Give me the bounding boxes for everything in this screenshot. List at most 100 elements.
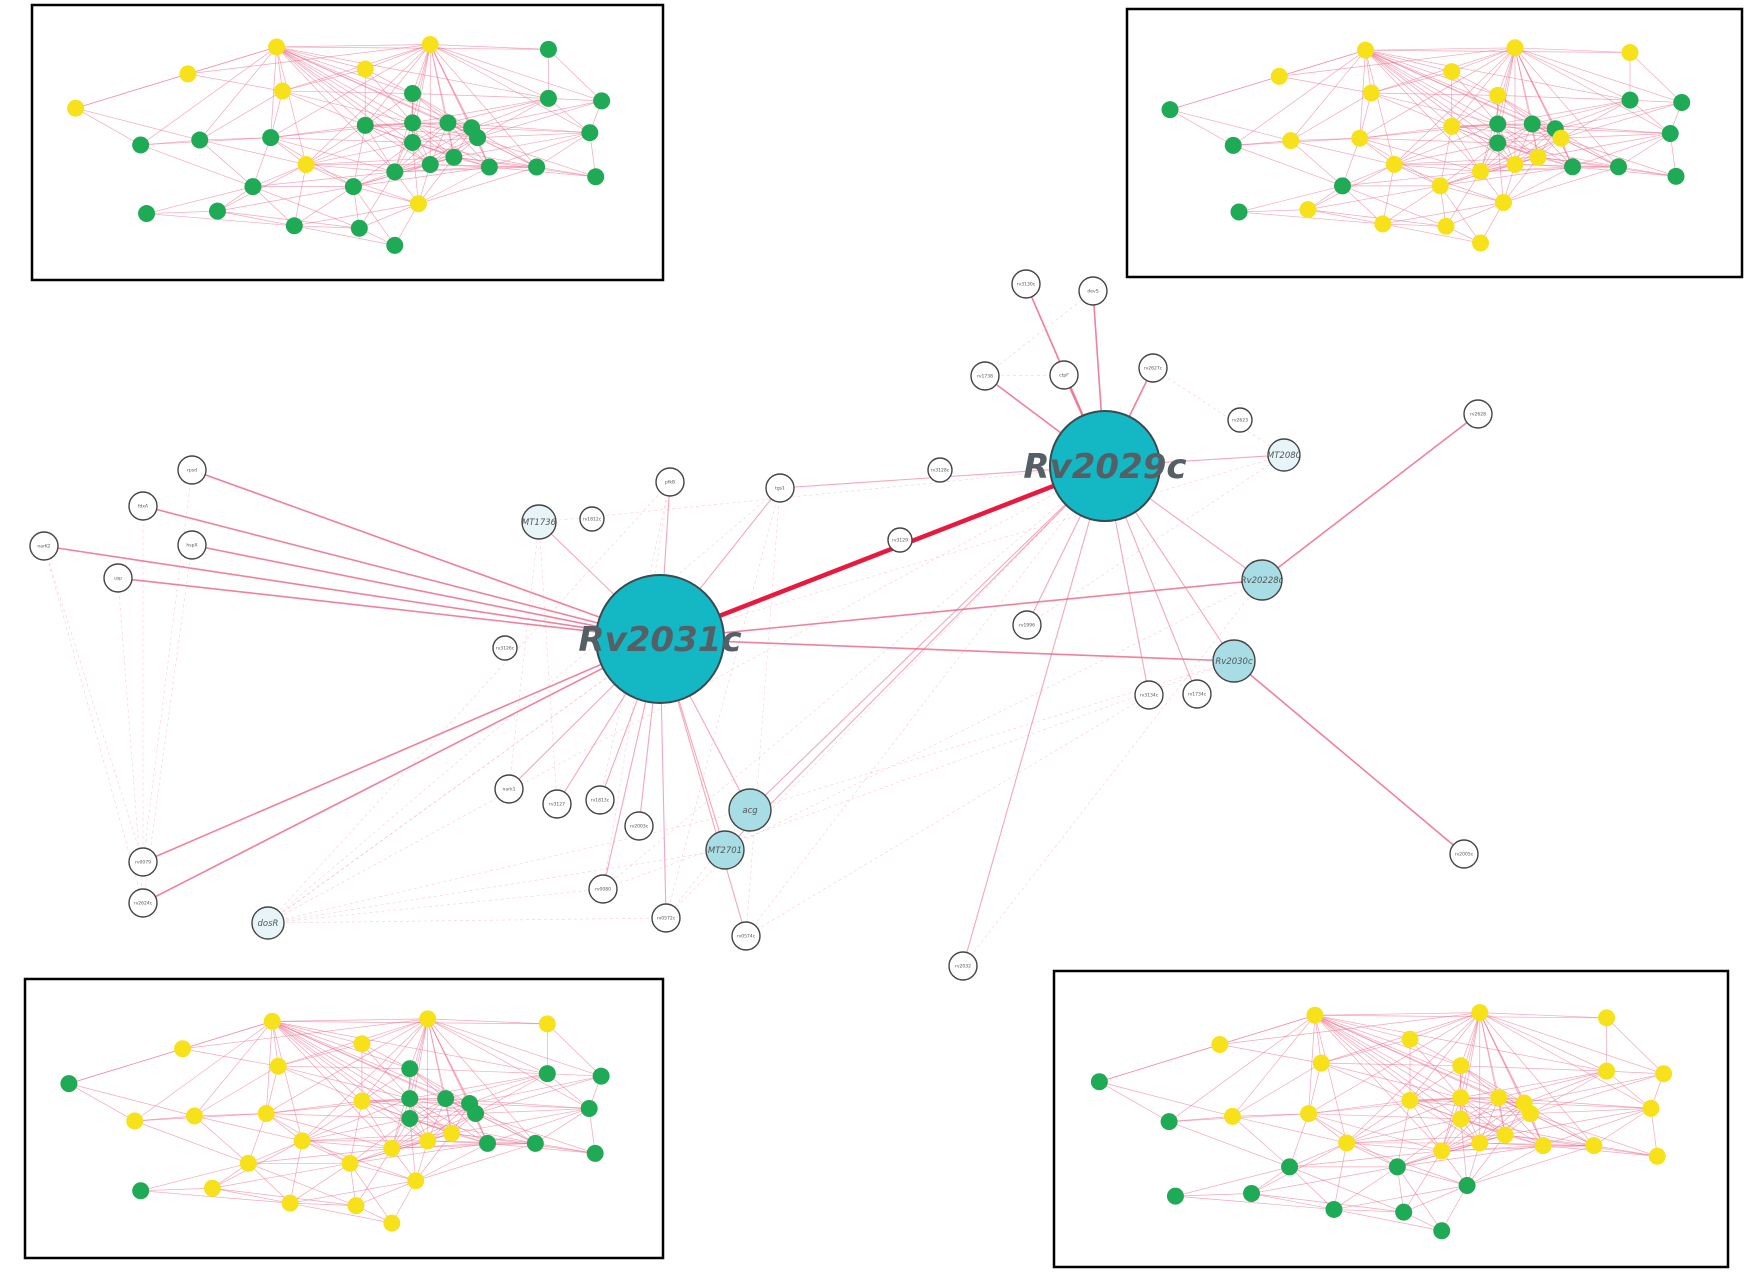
node-dosr[interactable] bbox=[251, 906, 285, 940]
inset-bottom-left-node bbox=[239, 1154, 257, 1172]
inset-top-left bbox=[30, 3, 665, 282]
node-mt1736[interactable] bbox=[521, 504, 557, 540]
inset-top-right-edge bbox=[1382, 223, 1481, 244]
node-n1[interactable] bbox=[177, 455, 207, 485]
inset-top-right-edge bbox=[1440, 166, 1573, 187]
inset-top-left-edge bbox=[75, 107, 200, 141]
inset-bottom-left-edge bbox=[469, 1075, 602, 1104]
inset-top-right-edge bbox=[1169, 109, 1291, 141]
node-n6[interactable] bbox=[128, 847, 158, 877]
node-n11[interactable] bbox=[1078, 276, 1108, 306]
node-n19[interactable] bbox=[1449, 839, 1479, 869]
inset-bottom-right-edge bbox=[1308, 1113, 1442, 1152]
node-mt2080[interactable] bbox=[1267, 438, 1301, 472]
node-n24[interactable] bbox=[624, 811, 654, 841]
inset-top-right-edge bbox=[1365, 49, 1631, 101]
inset-top-right-node bbox=[1299, 201, 1317, 219]
inset-top-left-edge bbox=[429, 44, 490, 168]
node-mt2701[interactable] bbox=[705, 830, 745, 870]
inset-top-left-node bbox=[179, 65, 197, 83]
inset-bottom-right-edge bbox=[1314, 1014, 1525, 1104]
inset-top-left-frame bbox=[30, 3, 665, 282]
node-n2[interactable] bbox=[128, 491, 158, 521]
node-n25[interactable] bbox=[588, 874, 618, 904]
inset-bottom-right-edge bbox=[1219, 1012, 1480, 1045]
inset-top-right-edge bbox=[1445, 202, 1504, 227]
inset-bottom-right-edge bbox=[1409, 1038, 1461, 1067]
inset-top-left-edge bbox=[199, 139, 254, 187]
inset-bottom-left-edge bbox=[349, 1101, 363, 1164]
inset-bottom-right-edge bbox=[1524, 1073, 1664, 1104]
inset-bottom-right-node bbox=[1452, 1057, 1470, 1075]
inset-top-left-edge bbox=[418, 156, 455, 204]
node-n32[interactable] bbox=[887, 527, 913, 553]
inset-bottom-left-edge bbox=[272, 1021, 548, 1075]
node-n8[interactable] bbox=[655, 467, 685, 497]
node-n29[interactable] bbox=[1227, 407, 1253, 433]
node-n31[interactable] bbox=[927, 457, 953, 483]
inset-bottom-right-edge bbox=[1498, 1070, 1607, 1099]
inset-bottom-left-edge bbox=[427, 1018, 602, 1077]
node-n28[interactable] bbox=[579, 506, 605, 532]
inset-top-right-edge bbox=[1279, 76, 1372, 94]
node-n15[interactable] bbox=[1463, 399, 1493, 429]
node-n26[interactable] bbox=[651, 903, 681, 933]
node-rv2029c[interactable] bbox=[1049, 410, 1161, 522]
inset-top-left-edge bbox=[477, 132, 590, 138]
inset-bottom-right-edge bbox=[1524, 1102, 1651, 1109]
inset-bottom-right-edge bbox=[1099, 1044, 1220, 1083]
node-label-n14: rv2627c bbox=[1144, 366, 1163, 372]
inset-top-left-edge bbox=[412, 127, 472, 143]
inset-bottom-left-node bbox=[383, 1214, 401, 1232]
node-n16[interactable] bbox=[1012, 610, 1042, 640]
node-rv2031c[interactable] bbox=[595, 574, 725, 704]
inset-bottom-right-node bbox=[1433, 1222, 1451, 1240]
edge-rv2029c-rv2031c bbox=[659, 463, 1106, 642]
node-n21[interactable] bbox=[494, 774, 524, 804]
inset-top-left-edge bbox=[471, 100, 602, 129]
node-n3[interactable] bbox=[29, 531, 59, 561]
inset-bottom-left-edge bbox=[391, 1098, 411, 1149]
inset-bottom-left-edge bbox=[278, 1065, 363, 1102]
inset-bottom-right-edge bbox=[1232, 1015, 1316, 1117]
node-n30[interactable] bbox=[492, 635, 518, 661]
inset-bottom-right-edge bbox=[1232, 1062, 1322, 1117]
node-n10[interactable] bbox=[1011, 269, 1041, 299]
inset-top-right-edge bbox=[1514, 47, 1682, 103]
inset-bottom-right-edge bbox=[1168, 1014, 1316, 1122]
node-label-n30: rv3126c bbox=[496, 646, 515, 652]
node-n13[interactable] bbox=[1049, 360, 1079, 390]
node-n12[interactable] bbox=[970, 361, 1000, 391]
node-rv2028c[interactable] bbox=[1241, 559, 1283, 601]
inset-bottom-right-edge bbox=[1505, 1108, 1652, 1136]
node-label-n12: rv1738 bbox=[977, 374, 993, 380]
node-n14[interactable] bbox=[1138, 353, 1168, 383]
edge-dosr-mt2701 bbox=[267, 849, 726, 924]
inset-top-left-node bbox=[539, 40, 557, 58]
node-n23[interactable] bbox=[585, 785, 615, 815]
edge-dosr-acg bbox=[267, 809, 751, 924]
node-n18[interactable] bbox=[1182, 679, 1212, 709]
node-n20[interactable] bbox=[948, 951, 978, 981]
node-n7[interactable] bbox=[128, 888, 158, 918]
node-n9[interactable] bbox=[765, 473, 795, 503]
inset-bottom-right-edge bbox=[1530, 1113, 1658, 1157]
node-n4[interactable] bbox=[177, 530, 207, 560]
inset-bottom-left-edge bbox=[547, 1073, 602, 1077]
node-n17[interactable] bbox=[1134, 680, 1164, 710]
node-n22[interactable] bbox=[542, 789, 572, 819]
node-n27[interactable] bbox=[731, 921, 761, 951]
node-n5[interactable] bbox=[103, 563, 133, 593]
inset-top-left-edge bbox=[276, 44, 431, 48]
node-label-n32: rv3129 bbox=[892, 538, 908, 544]
edge-n3-n7 bbox=[43, 545, 144, 904]
inset-bottom-right-edge bbox=[1397, 1118, 1461, 1168]
inset-top-right-edge bbox=[1629, 99, 1671, 134]
inset-bottom-left-node bbox=[467, 1105, 485, 1123]
edge-rv2031c-dosr bbox=[267, 638, 661, 924]
inset-bottom-right-edge bbox=[1232, 1116, 1290, 1168]
node-label-mt2701: MT2701 bbox=[708, 846, 742, 856]
node-acg[interactable] bbox=[728, 788, 772, 832]
node-rv2030c[interactable] bbox=[1212, 639, 1256, 683]
inset-bottom-right-edge bbox=[1308, 1063, 1322, 1114]
